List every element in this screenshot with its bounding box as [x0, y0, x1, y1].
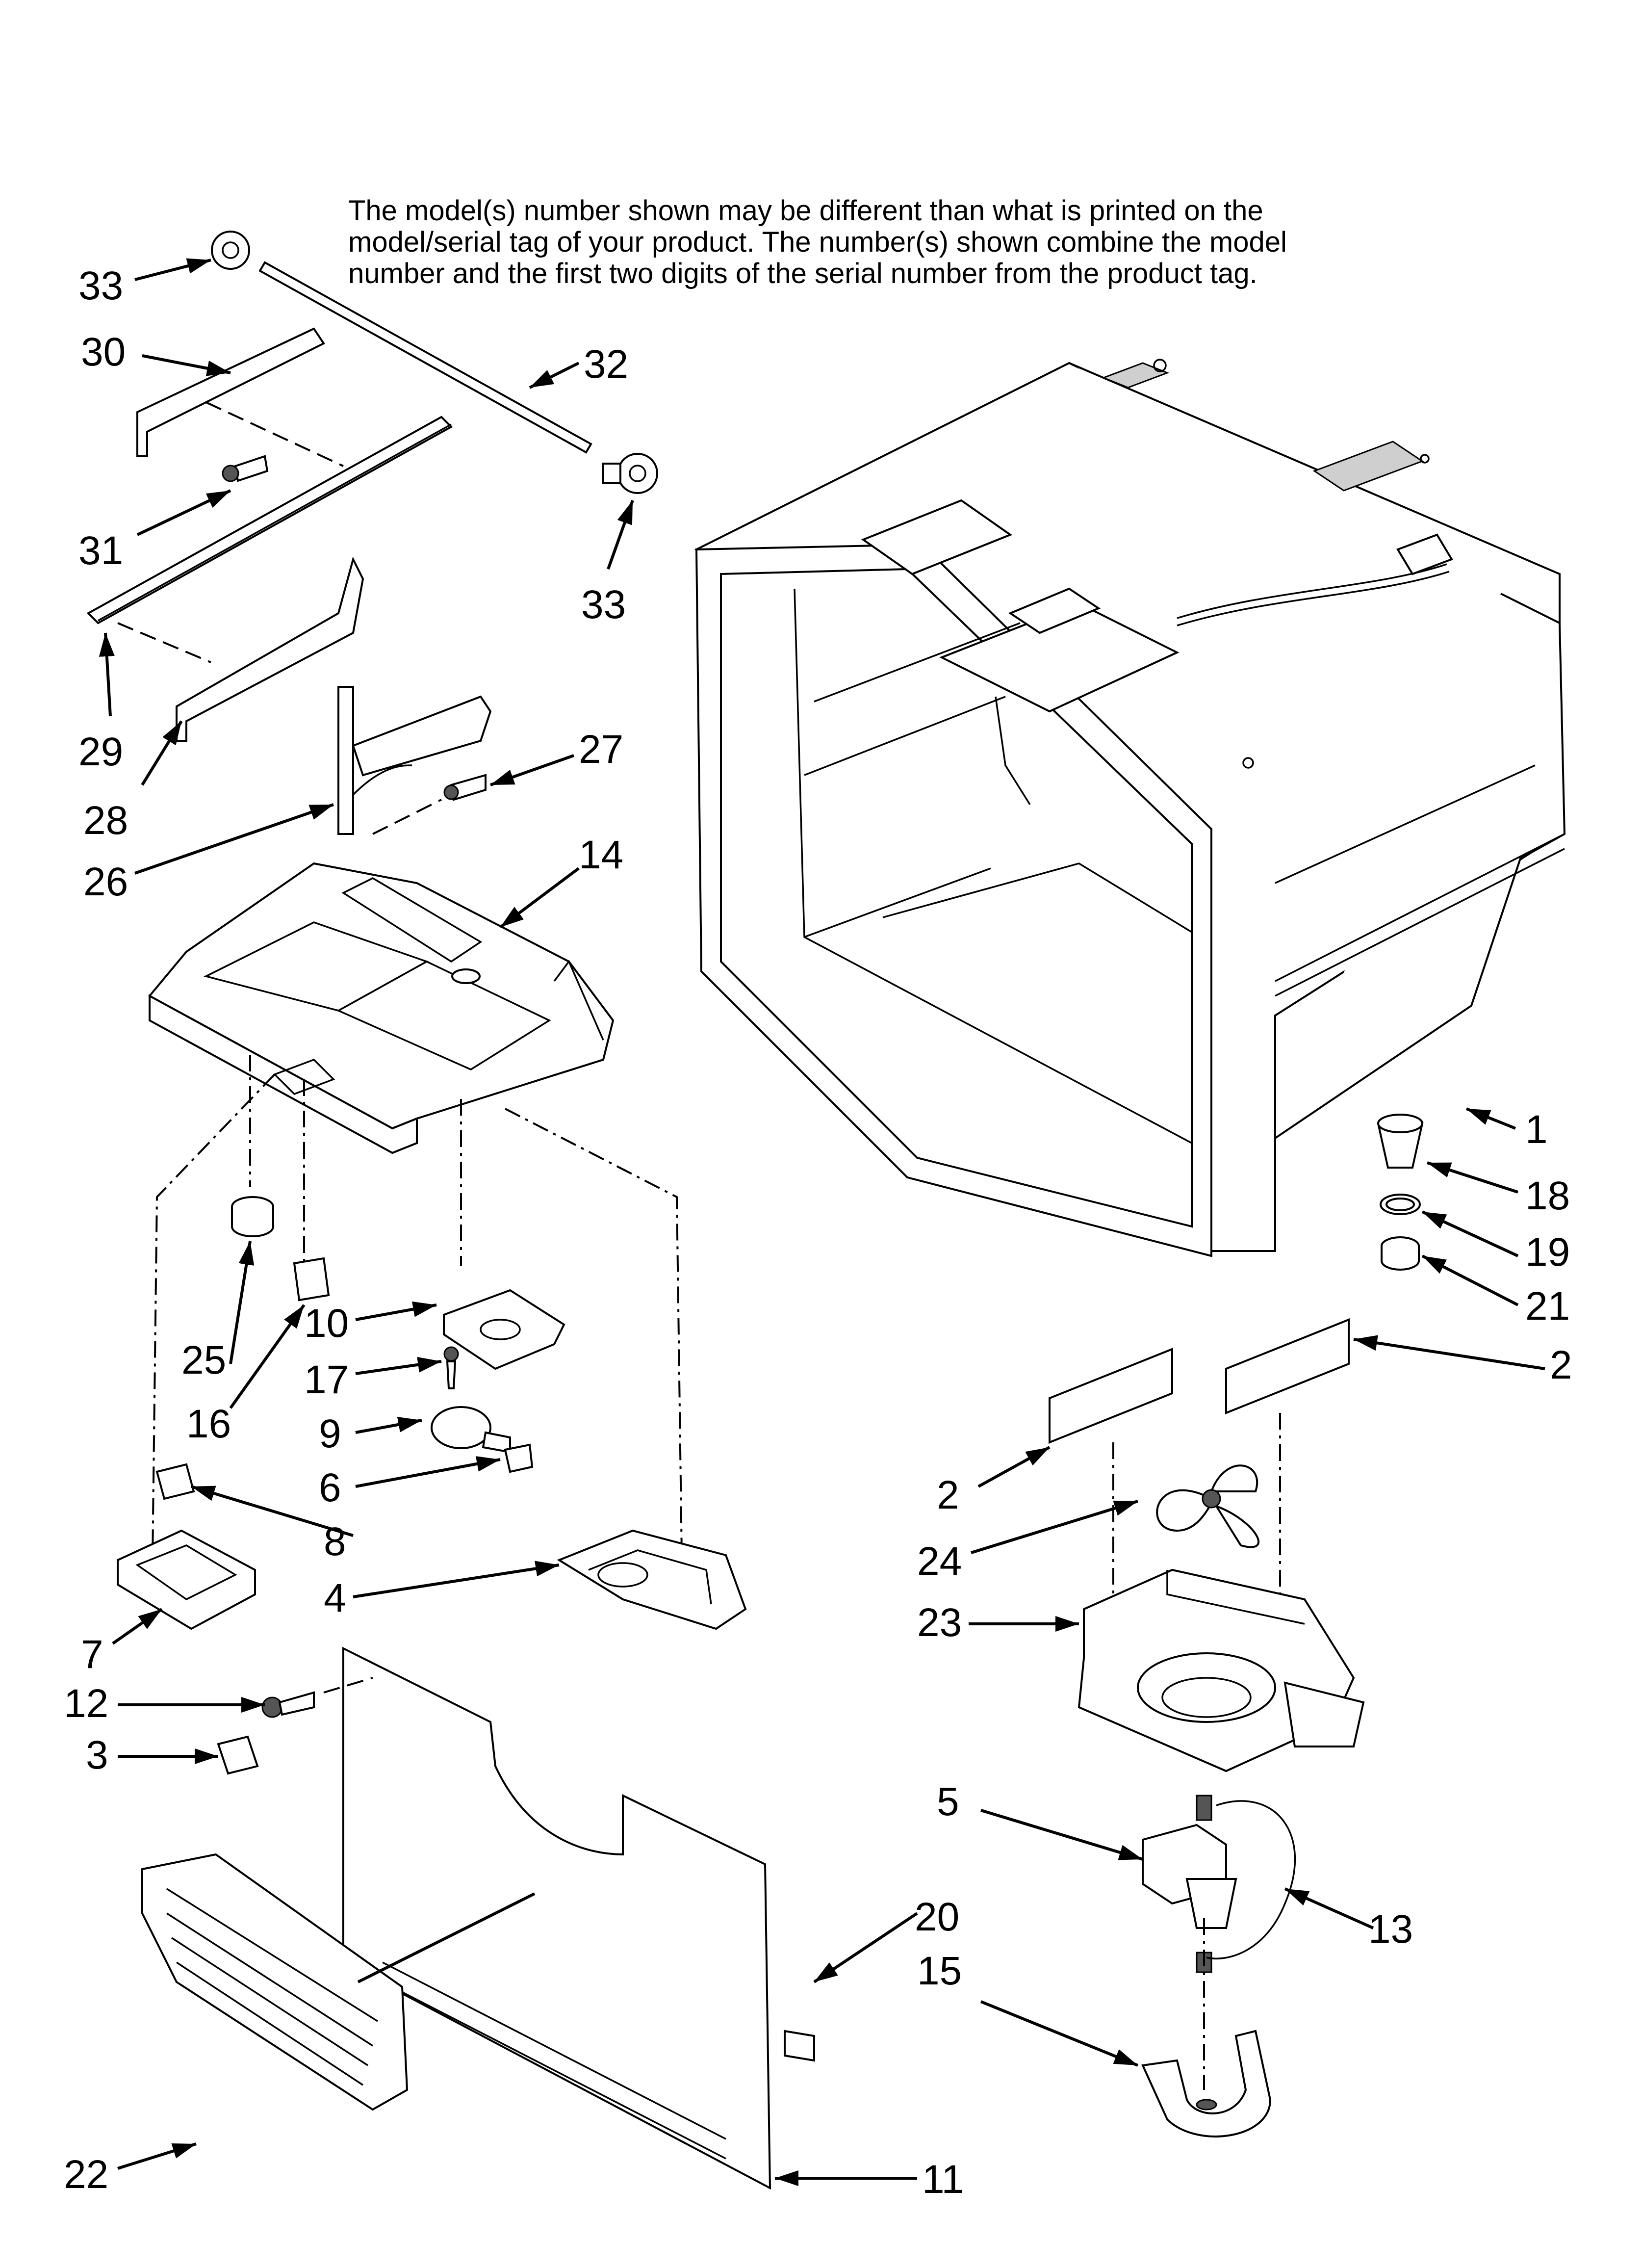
part-7-control-box [117, 1529, 256, 1630]
part-29-rail [86, 416, 453, 625]
part-18-cup [1377, 1114, 1424, 1169]
part-32-rod [258, 261, 592, 454]
part-28-rail-cover [176, 556, 364, 742]
part-33-gear-bottom [602, 453, 658, 494]
label-21: 21 [1525, 1284, 1570, 1329]
label-7: 7 [81, 1632, 103, 1677]
part-20-seal-strip [784, 2030, 815, 2062]
label-12: 12 [64, 1681, 108, 1726]
label-19: 19 [1525, 1230, 1570, 1275]
label-30: 30 [81, 330, 126, 374]
label-10: 10 [304, 1301, 349, 1346]
part-19-ring [1380, 1194, 1421, 1215]
label-4: 4 [324, 1576, 346, 1620]
part-21-grommet [1381, 1236, 1420, 1271]
part-14-housing [148, 862, 615, 1154]
part-3-connector [217, 1735, 259, 1775]
label-31: 31 [78, 528, 123, 573]
part-30-rail-cover [136, 327, 325, 457]
part-27-screw [443, 774, 487, 801]
label-18: 18 [1525, 1173, 1570, 1218]
label-29: 29 [78, 730, 123, 774]
label-3: 3 [86, 1733, 108, 1777]
part-17-screw [443, 1346, 459, 1389]
note-line-3: number and the first two digits of the s… [348, 258, 1257, 289]
label-32: 32 [584, 342, 628, 387]
label-25: 25 [181, 1338, 226, 1382]
label-23: 23 [917, 1600, 962, 1645]
label-15: 15 [917, 1949, 962, 1993]
note-line-2: model/serial tag of your product. The nu… [348, 226, 1287, 258]
part-16-switch [293, 1257, 330, 1302]
part-8-thermostat [155, 1463, 195, 1500]
part-2-insulation-right [1225, 1318, 1350, 1414]
label-11: 11 [922, 2157, 964, 2202]
part-31-screw [222, 455, 269, 482]
label-22: 22 [64, 2152, 108, 2197]
part-2-insulation-left [1049, 1348, 1173, 1444]
part-23-fan-housing [1078, 1568, 1365, 1773]
label-14: 14 [579, 833, 623, 877]
part-15-motor-bracket [1141, 2030, 1272, 2138]
label-9: 9 [319, 1411, 341, 1456]
part-22-grille [141, 1853, 409, 2111]
note-line-1: The model(s) number shown may be differe… [348, 195, 1263, 227]
label-16: 16 [186, 1402, 231, 1446]
part-11-rear-panel [342, 1646, 771, 2190]
label-2-left: 2 [937, 1473, 959, 1517]
part-10-light-housing [443, 1289, 565, 1370]
label-33-bottom: 33 [581, 582, 626, 627]
label-24: 24 [917, 1539, 962, 1584]
part-5-fan-motor [1142, 1795, 1237, 1973]
part-26-bracket [337, 686, 492, 835]
label-27: 27 [579, 727, 623, 772]
label-33-top: 33 [78, 263, 123, 308]
label-5: 5 [937, 1779, 959, 1824]
part-12-screw [261, 1691, 315, 1718]
label-1: 1 [1525, 1107, 1548, 1152]
leader-arrows [99, 258, 1545, 2186]
part-1-liner [694, 359, 1566, 1257]
label-26: 26 [83, 860, 128, 904]
part-6-socket [504, 1443, 534, 1473]
part-25-plug [231, 1196, 274, 1237]
part-9-bulb [431, 1406, 511, 1454]
part-24-fan-blade [1156, 1464, 1260, 1548]
part-33-gear-top [211, 231, 250, 270]
label-13: 13 [1368, 1907, 1413, 1952]
label-17: 17 [304, 1357, 349, 1402]
label-2-right: 2 [1550, 1343, 1572, 1387]
model-number-note: The model(s) number shown may be differe… [348, 195, 1329, 289]
label-6: 6 [319, 1465, 341, 1510]
label-20: 20 [915, 1895, 959, 1939]
label-28: 28 [83, 798, 128, 843]
part-4-light-shield [557, 1529, 747, 1630]
label-8: 8 [324, 1519, 346, 1564]
part-labels: 33 30 32 31 33 29 28 27 26 14 1 18 19 21… [64, 263, 1572, 2202]
